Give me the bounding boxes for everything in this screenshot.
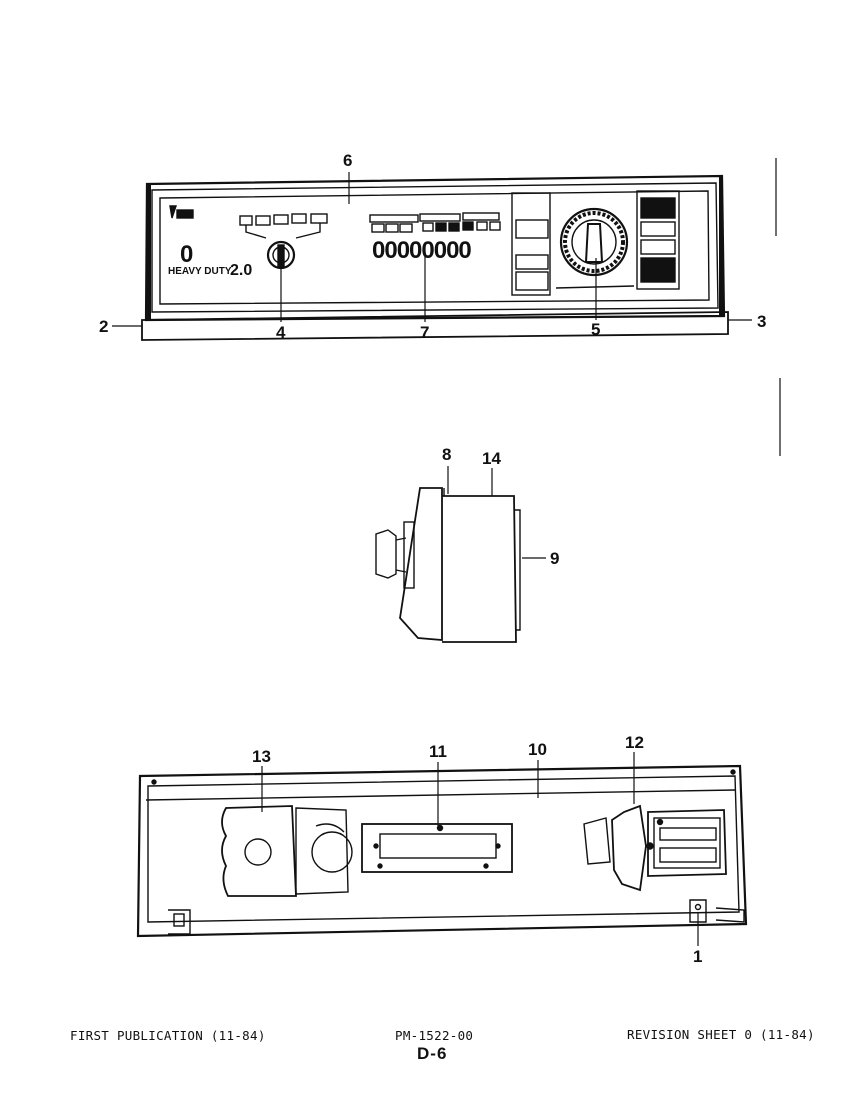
callout-7: 7	[420, 323, 429, 342]
timer-side-view	[375, 487, 521, 643]
callout-11: 11	[429, 742, 447, 761]
page-id: D-6	[417, 1044, 448, 1063]
callout-14: 14	[482, 449, 501, 468]
leader-lines-top	[112, 172, 752, 327]
panel-big-digit: 0	[180, 241, 193, 268]
control-panel-rear	[136, 764, 748, 938]
callout-1: 1	[693, 947, 702, 966]
panel-model-text: HEAVY DUTY	[168, 266, 232, 277]
footer-revision-sheet: REVISION SHEET 0 (11-84)	[627, 1027, 815, 1042]
footer-first-publication: FIRST PUBLICATION (11-84)	[70, 1028, 266, 1043]
callout-8: 8	[442, 445, 451, 464]
callout-2: 2	[99, 317, 108, 336]
callout-12: 12	[625, 733, 644, 752]
callout-3: 3	[757, 312, 766, 331]
panel-digit-row: 00000000	[372, 237, 471, 264]
leader-lines-bottom	[261, 752, 699, 946]
leader-lines-middle	[447, 466, 546, 559]
callout-5: 5	[591, 320, 600, 339]
callout-9: 9	[550, 549, 559, 568]
callout-6: 6	[343, 151, 352, 170]
footer-part-number: PM-1522-00	[395, 1028, 474, 1043]
callout-4: 4	[276, 323, 286, 342]
callout-10: 10	[528, 740, 547, 759]
callout-13: 13	[252, 747, 271, 766]
panel-model-number: 2.0	[230, 262, 252, 279]
